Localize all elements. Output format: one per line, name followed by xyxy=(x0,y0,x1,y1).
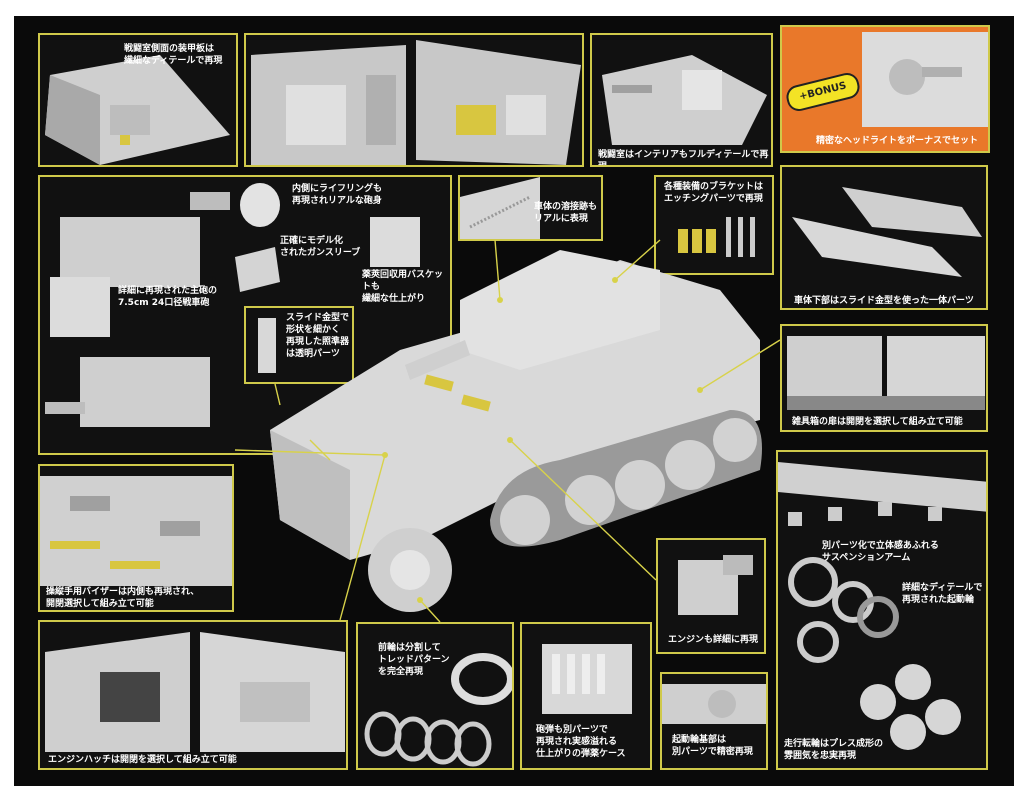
armor-illustration xyxy=(45,55,230,165)
panel-lower-hull: 車体下部はスライド金型を使った一体パーツ xyxy=(780,165,988,310)
caption-front-wheel: 前輪は分割して トレッドパターン を完全再現 xyxy=(378,643,450,677)
caption-bonus: 精密なヘッドライトをボーナスでセット xyxy=(816,136,979,146)
caption-lower-hull: 車体下部はスライド金型を使った一体パーツ xyxy=(794,296,974,306)
engine-hatch-illustration xyxy=(45,632,345,752)
caption-basket: 薬莢回収用バスケットも 繊細な仕上がり xyxy=(362,270,444,304)
panel-sprocket-base: 起動輪基部は 別パーツで精密再現 xyxy=(660,672,768,770)
panel-stowage: 雑具箱の扉は開閉を選択して組み立て可能 xyxy=(780,324,988,432)
engine-illustration xyxy=(678,555,753,615)
caption-road-wheels: 走行転輪はプレス成形の 雰囲気を忠実再現 xyxy=(784,739,884,761)
caption-suspension: 別パーツ化で立体感あふれる サスペンションアーム xyxy=(822,541,939,563)
compartment-illustration xyxy=(602,55,767,145)
sight-illustration xyxy=(258,318,276,373)
caption-engine-hatch: エンジンハッチは開閉を選択して組み立て可能 xyxy=(48,755,237,765)
caption-ammo: 砲弾も別パーツで 再現され実感溢れる 仕上がりの弾薬ケース xyxy=(536,725,626,759)
suspension-illustration xyxy=(778,462,986,750)
gun-parts-illustration xyxy=(45,183,420,427)
caption-weld: 車体の溶接跡も リアルに表現 xyxy=(534,202,598,224)
caption-fighting-compartment: 戦闘室はインテリアもフルディテールで再現 xyxy=(598,150,769,167)
panel-bonus-headlight: +BONUS 精密なヘッドライトをボーナスでセット xyxy=(780,25,990,153)
panel-interior xyxy=(244,33,584,167)
panel-suspension: 別パーツ化で立体感あふれる サスペンションアーム 詳細なディテールで 再現された… xyxy=(776,450,988,770)
caption-sprocket-base: 起動輪基部は 別パーツで精密再現 xyxy=(672,735,753,757)
interior-illustration xyxy=(251,40,581,165)
weld-illustration xyxy=(460,177,540,239)
sprocket-base-illustration xyxy=(662,684,766,724)
caption-sprocket: 詳細なディテールで 再現された起動輪 xyxy=(902,583,983,605)
panel-side-armor: 戦闘室側面の装甲板は 繊細なディテールで再現 xyxy=(38,33,238,167)
front-wheel-illustration xyxy=(364,653,512,767)
brackets-illustration xyxy=(678,217,755,257)
caption-engine: エンジンも詳細に再現 xyxy=(668,635,759,645)
visor-illustration xyxy=(40,476,232,586)
headlight-illustration xyxy=(862,32,988,127)
caption-side-armor: 戦闘室側面の装甲板は 繊細なディテールで再現 xyxy=(124,44,223,66)
caption-sight: スライド金型で 形状を細かく 再現した照準器 は透明パーツ xyxy=(286,313,350,359)
panel-fighting-compartment: 戦闘室はインテリアもフルディテールで再現 xyxy=(590,33,773,167)
caption-brackets: 各種装備のブラケットは エッチングパーツで再現 xyxy=(664,182,764,204)
caption-stowage: 雑具箱の扉は開閉を選択して組み立て可能 xyxy=(792,417,963,427)
panel-ammo: 砲弾も別パーツで 再現され実感溢れる 仕上がりの弾薬ケース xyxy=(520,622,652,770)
caption-visor: 操縦手用バイザーは内側も再現され、 開閉選択して組み立て可能 xyxy=(46,587,200,609)
panel-engine: エンジンも詳細に再現 xyxy=(656,538,766,654)
caption-barrel: 内側にライフリングも 再現されリアルな砲身 xyxy=(292,184,383,206)
panel-brackets: 各種装備のブラケットは エッチングパーツで再現 xyxy=(654,175,774,275)
lower-hull-illustration xyxy=(792,187,982,277)
panel-visor: 操縦手用バイザーは内側も再現され、 開閉選択して組み立て可能 xyxy=(38,464,234,612)
panel-sight: スライド金型で 形状を細かく 再現した照準器 は透明パーツ xyxy=(244,306,354,384)
panel-front-wheel: 前輪は分割して トレッドパターン を完全再現 xyxy=(356,622,514,770)
panel-engine-hatch: エンジンハッチは開閉を選択して組み立て可能 xyxy=(38,620,348,770)
caption-main-gun: 詳細に再現された主砲の 7.5cm 24口径戦車砲 xyxy=(118,286,218,308)
ammo-illustration xyxy=(542,644,632,714)
stowage-illustration xyxy=(787,336,985,410)
caption-gun-sleeve: 正確にモデル化 されたガンスリーブ xyxy=(280,236,361,258)
panel-weld: 車体の溶接跡も リアルに表現 xyxy=(458,175,603,241)
